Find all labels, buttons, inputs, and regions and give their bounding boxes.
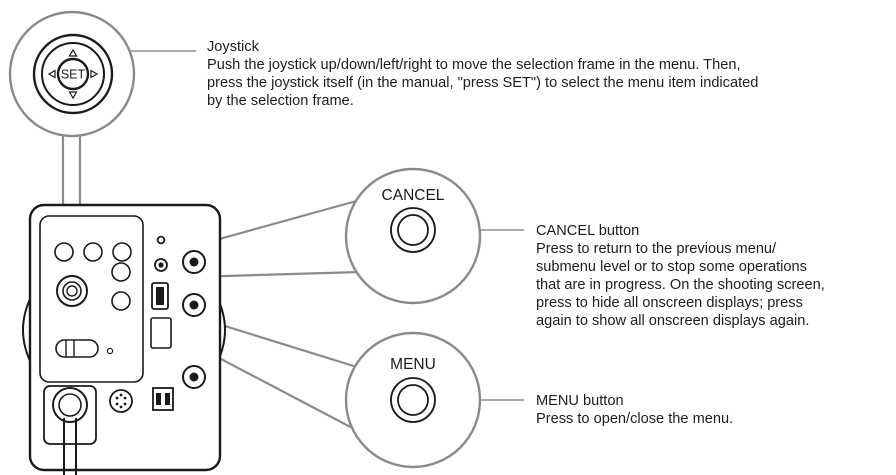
- pin-3: [123, 396, 127, 400]
- cable-connector-inner: [58, 393, 82, 417]
- body-menu-button: [111, 291, 131, 311]
- pin-4: [115, 402, 119, 406]
- cancel-button-inner: [397, 214, 429, 246]
- top-button-1: [54, 242, 74, 262]
- joystick-magnifier: SET: [8, 10, 136, 138]
- square-socket-right-pin: [165, 393, 170, 405]
- menu-callout-description: Press to open/close the menu.: [536, 411, 734, 427]
- cable: [63, 418, 77, 475]
- joystick-callout-title: Joystick: [207, 39, 259, 55]
- menu-callout: MENU button Press to open/close the menu…: [536, 392, 896, 428]
- top-button-2: [83, 242, 103, 262]
- arrow-down-icon: [68, 91, 78, 100]
- bnc-jack-3-center: [189, 372, 199, 382]
- pin-6: [119, 405, 123, 409]
- hdmi-port-inner: [156, 287, 164, 305]
- cancel-callout: CANCEL button Press to return to the pre…: [536, 222, 896, 330]
- cancel-magnifier: CANCEL: [344, 167, 482, 305]
- joystick-set-label: SET: [61, 68, 86, 82]
- multi-pin-connector: [109, 389, 133, 413]
- arrow-left-icon: [47, 69, 56, 79]
- menu-magnifier-label: MENU: [390, 356, 436, 373]
- cancel-magnifier-label: CANCEL: [382, 187, 445, 204]
- slide-switch: [55, 339, 99, 358]
- cancel-callout-description: Press to return to the previous menu/ su…: [536, 241, 825, 329]
- pin-2: [119, 393, 123, 397]
- joystick-callout-description: Push the joystick up/down/left/right to …: [207, 57, 759, 109]
- pin-5: [123, 402, 127, 406]
- cancel-callout-title: CANCEL button: [536, 223, 640, 239]
- terminal-jack-1-center: [158, 262, 164, 268]
- body-cancel-button: [111, 262, 131, 282]
- arrow-right-icon: [90, 69, 99, 79]
- joystick-set-button: [56, 57, 90, 91]
- bnc-jack-2-center: [189, 300, 199, 310]
- small-port: [150, 317, 172, 349]
- bnc-jack-1-center: [189, 257, 199, 267]
- camera-body: [22, 203, 226, 472]
- small-terminal: [156, 235, 166, 245]
- menu-magnifier: MENU: [344, 331, 482, 469]
- pin-1: [115, 396, 119, 400]
- indicator-dot: [106, 347, 114, 355]
- menu-callout-title: MENU button: [536, 393, 624, 409]
- top-button-3: [112, 242, 132, 262]
- jack-centers: [115, 257, 199, 409]
- menu-button-inner: [397, 384, 429, 416]
- arrow-up-icon: [68, 48, 78, 57]
- square-socket-left-pin: [156, 393, 161, 405]
- body-joystick-center: [66, 285, 78, 297]
- joystick-callout: Joystick Push the joystick up/down/left/…: [207, 38, 896, 110]
